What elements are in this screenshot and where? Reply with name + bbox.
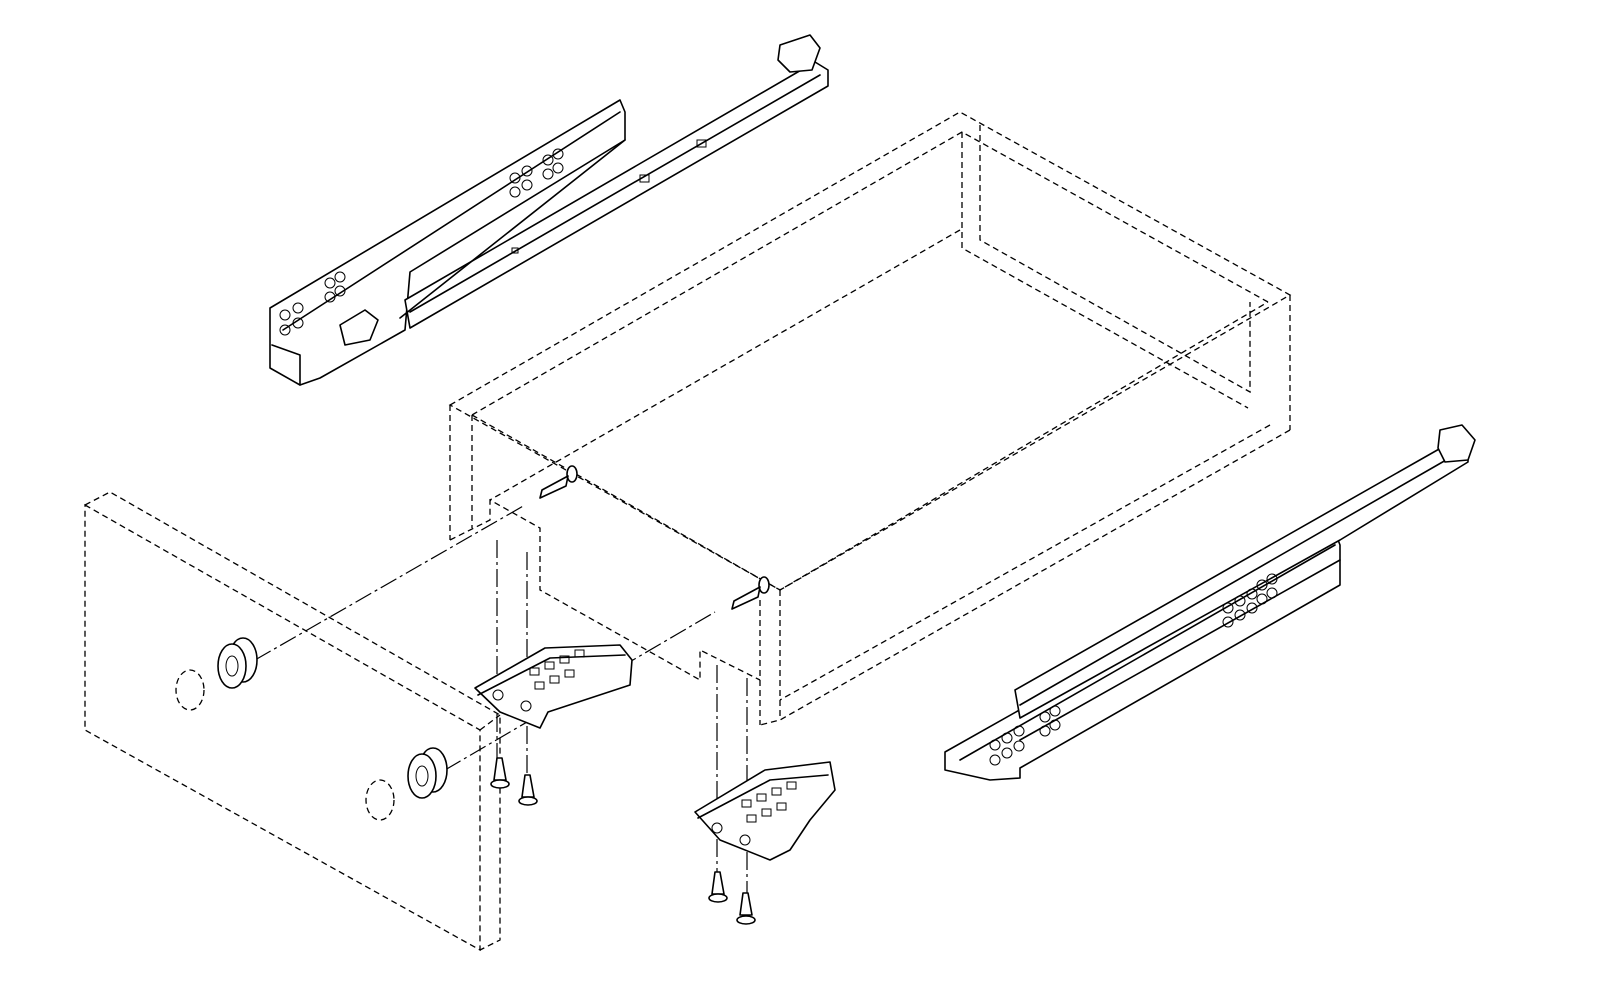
screw-icon	[736, 892, 756, 925]
runner-holes	[989, 573, 1278, 766]
drawer-runner-right	[944, 424, 1476, 781]
runner-holes	[279, 139, 707, 336]
dowel-icon	[365, 747, 448, 821]
screw-icon	[708, 871, 728, 903]
screw-icon	[539, 465, 578, 499]
dowel-icon	[175, 637, 258, 711]
drawer-front-panel-outline	[84, 491, 501, 952]
screw-icon	[731, 576, 770, 610]
drawer-box-outline	[448, 111, 1292, 726]
drawer-runner-left	[269, 34, 829, 386]
dowels	[175, 637, 448, 821]
screw-icon	[490, 757, 510, 789]
screw-icon	[518, 774, 538, 806]
screws	[490, 465, 770, 925]
locking-device-left	[474, 644, 633, 729]
locking-device-right	[694, 761, 836, 861]
